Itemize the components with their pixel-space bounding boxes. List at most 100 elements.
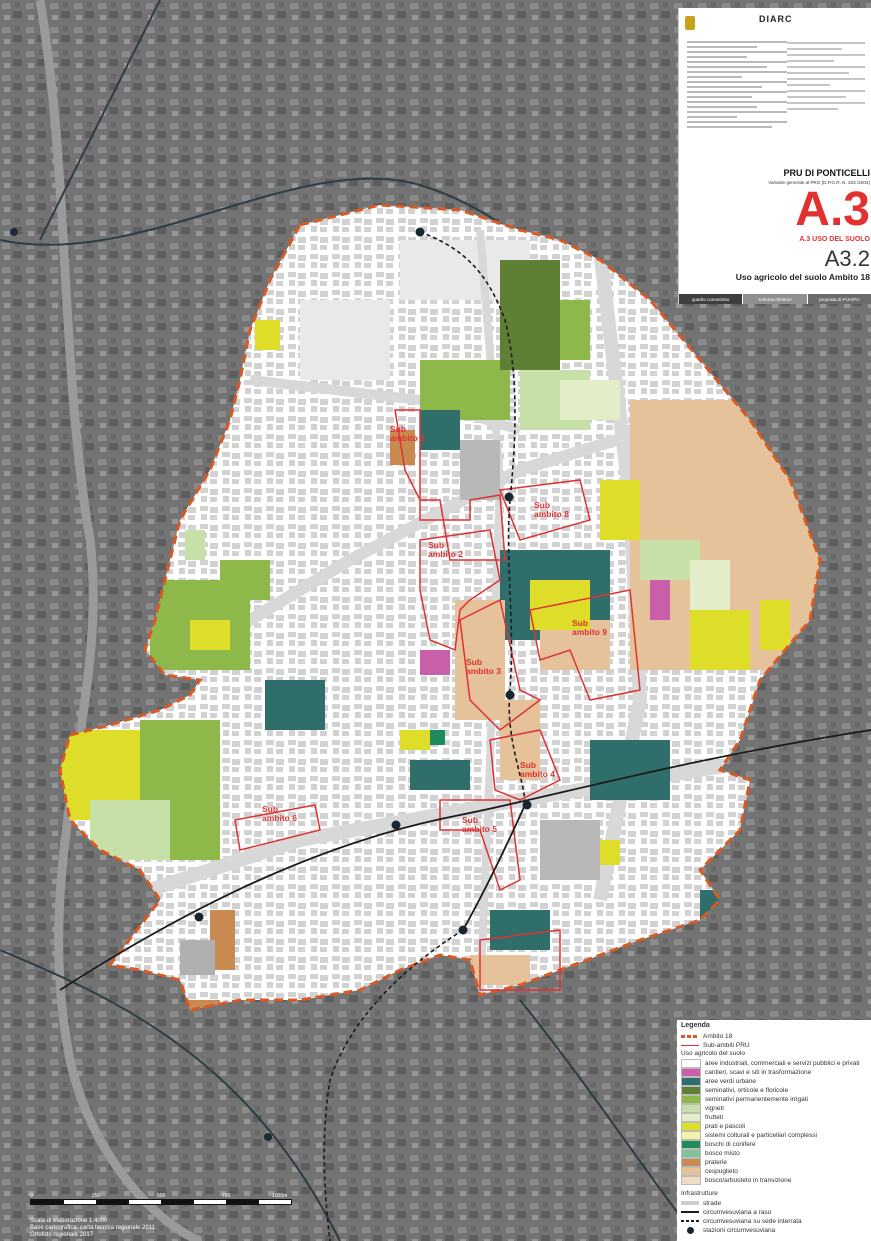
section-title: A.3 USO DEL SUOLO bbox=[799, 236, 870, 243]
legend-item: vigneti bbox=[681, 1103, 724, 1113]
legend-swatch bbox=[681, 1130, 701, 1140]
diarc-logo: DIARC bbox=[759, 14, 793, 24]
legend-heading-infra: Infrastrutture bbox=[681, 1190, 718, 1197]
station-icon bbox=[458, 925, 468, 935]
legend-item: aree verdi urbane bbox=[681, 1076, 756, 1086]
legend-label: seminativi, orticole e floricole bbox=[705, 1086, 789, 1094]
legend-label: prati e pascoli bbox=[705, 1122, 746, 1130]
map-legend: Legenda Ambito 18 Sub-ambiti PRU Uso agr… bbox=[677, 1020, 871, 1241]
legend-item: frutteti bbox=[681, 1112, 724, 1122]
scale-tick-label: 250 bbox=[92, 1193, 101, 1199]
station-icon bbox=[522, 800, 532, 810]
title-block: DIARC PRU DI PONTICELLI Variante general… bbox=[678, 8, 871, 304]
phase-tabs: quadro conoscitivo schema direttore prop… bbox=[679, 294, 871, 304]
legend-label: vigneti bbox=[705, 1104, 724, 1112]
pru-title: PRU DI PONTICELLI bbox=[783, 168, 870, 178]
legend-label: sistemi colturali e particellari comples… bbox=[705, 1131, 817, 1139]
circumvesuviana-underground-line bbox=[419, 231, 526, 806]
credits-right bbox=[787, 38, 865, 114]
sub-ambito-4-outline bbox=[489, 729, 561, 801]
station-icon bbox=[415, 227, 425, 237]
legend-swatch bbox=[681, 1085, 701, 1095]
legend-item: seminativi permanentemente irrigati bbox=[681, 1094, 808, 1104]
sub-ambito-6-outline bbox=[234, 804, 321, 851]
legend-label: cantieri, scavi e siti in trasformazione bbox=[705, 1068, 812, 1076]
ambito-line-icon bbox=[681, 1034, 699, 1038]
legend-swatch bbox=[681, 1058, 701, 1068]
sub-ambito-8-outline bbox=[498, 479, 591, 541]
station-icon bbox=[505, 690, 515, 700]
legend-label: aree industriali, commerciali e servizi … bbox=[705, 1059, 860, 1067]
legend-swatch bbox=[681, 1067, 701, 1077]
legend-item: aree industriali, commerciali e servizi … bbox=[681, 1058, 860, 1068]
legend-item: prati e pascoli bbox=[681, 1121, 746, 1131]
sheet-title: Uso agricolo del suolo Ambito 18 bbox=[735, 272, 870, 282]
station-icon bbox=[194, 912, 204, 922]
legend-label: cespuglieto bbox=[705, 1167, 738, 1175]
legend-item: bosco misto bbox=[681, 1148, 740, 1158]
highway-west bbox=[35, 0, 202, 1241]
station-icon bbox=[504, 492, 514, 502]
legend-swatch bbox=[681, 1103, 701, 1113]
sub-ambito-1-outline bbox=[394, 409, 506, 561]
underground-rail-icon bbox=[681, 1220, 699, 1222]
legend-label: bosco/arbusteto in transizione bbox=[705, 1176, 792, 1184]
legend-heading-uso: Uso agricolo del suolo bbox=[681, 1050, 745, 1057]
phase-tab: proposta di PUA/PU bbox=[807, 294, 871, 304]
road-icon bbox=[681, 1201, 699, 1205]
legend-label: stazioni circumvesuviana bbox=[703, 1226, 776, 1234]
legend-label: Sub-ambiti PRU bbox=[703, 1041, 750, 1049]
legend-item: bosco/arbusteto in transizione bbox=[681, 1175, 792, 1185]
sub-ambito-7-outline bbox=[479, 929, 561, 991]
scale-tick-label: 750 bbox=[222, 1193, 231, 1199]
legend-title: Legenda bbox=[681, 1022, 710, 1029]
sub-ambito-9-outline bbox=[529, 589, 641, 701]
scale-tick-label: 500 bbox=[157, 1193, 166, 1199]
legend-item: seminativi, orticole e floricole bbox=[681, 1085, 789, 1095]
scale-bar: 0 250 500 750 1000m bbox=[30, 1193, 292, 1215]
legend-swatch bbox=[681, 1112, 701, 1122]
legend-item: sistemi colturali e particellari comples… bbox=[681, 1130, 817, 1140]
legend-sub-ambiti: Sub-ambiti PRU bbox=[681, 1041, 750, 1049]
station-legend-icon bbox=[681, 1226, 699, 1234]
legend-swatch bbox=[681, 1076, 701, 1086]
legend-swatch bbox=[681, 1148, 701, 1158]
station-icon bbox=[10, 228, 18, 236]
circumvesuviana-underground-line bbox=[323, 929, 464, 1241]
legend-label: Ambito 18 bbox=[703, 1032, 733, 1040]
credits-left bbox=[687, 38, 787, 131]
phase-tab: quadro conoscitivo bbox=[679, 294, 743, 304]
railway-northwest bbox=[39, 0, 161, 241]
scale-note: Base cartografica: carta tecnica regiona… bbox=[30, 1225, 155, 1231]
scale-tick-label: 1000m bbox=[272, 1193, 288, 1199]
sub-ambito-3-outline bbox=[459, 598, 542, 731]
legend-item: cespuglieto bbox=[681, 1166, 738, 1176]
sub-ambito-2-outline bbox=[419, 529, 501, 652]
legend-label: frutteti bbox=[705, 1113, 724, 1121]
legend-infra-item: circumvesuviana su sede interrata bbox=[681, 1217, 802, 1225]
circumvesuviana-surface-line bbox=[59, 729, 871, 991]
ambito-18-boundary bbox=[58, 203, 822, 1012]
legend-label: praterie bbox=[705, 1158, 728, 1166]
legend-item: cantieri, scavi e siti in trasformazione bbox=[681, 1067, 812, 1077]
legend-label: circumvesuviana su sede interrata bbox=[703, 1217, 802, 1225]
legend-infra-item: circumvesuviana a raso bbox=[681, 1208, 771, 1216]
sub-ambito-5-outline bbox=[439, 799, 521, 892]
legend-label: seminativi permanentemente irrigati bbox=[705, 1095, 808, 1103]
municipality-logo-icon bbox=[685, 16, 695, 30]
scale-note: Scala di elaborazione 1:4000 bbox=[30, 1218, 108, 1224]
pru-subtitle: Variante generale al PRG (D.P.G.R. N. 32… bbox=[768, 180, 870, 185]
scale-note: Ortofoto regionale 2017 bbox=[30, 1232, 94, 1238]
legend-label: circumvesuviana a raso bbox=[703, 1208, 772, 1216]
legend-swatch bbox=[681, 1094, 701, 1104]
legend-swatch bbox=[681, 1175, 701, 1185]
legend-label: strade bbox=[703, 1199, 722, 1207]
